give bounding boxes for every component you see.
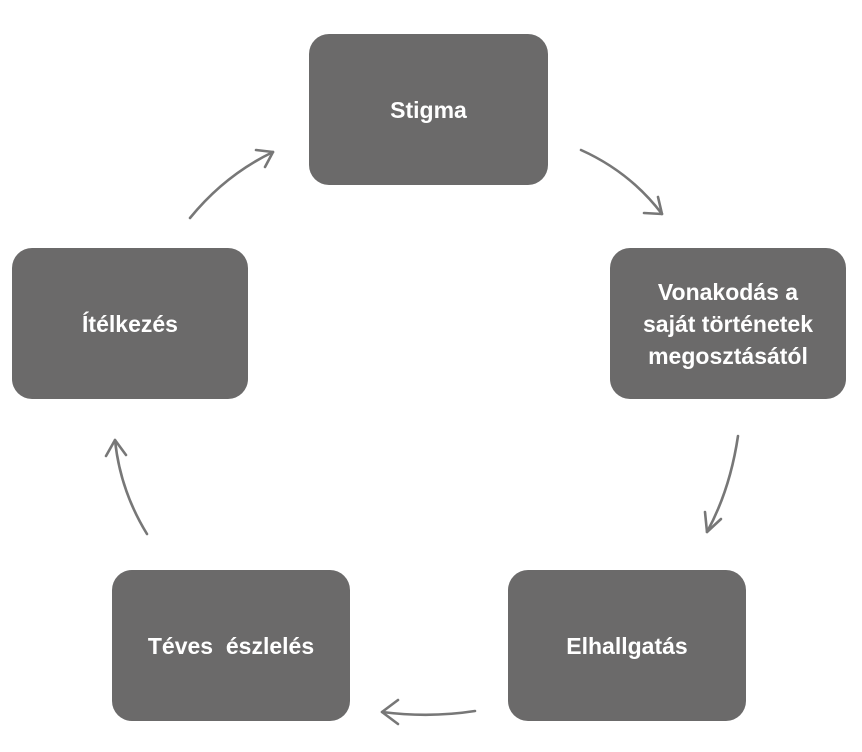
- node-vonakodas-line-1: Vonakodás a: [657, 278, 799, 305]
- node-vonakodas-text: Vonakodás a saját történetek megosztását…: [643, 276, 813, 372]
- node-itelkezes: Ítélkezés: [12, 248, 248, 399]
- arrow-vonakodas-to-elhallgatas: [703, 434, 740, 534]
- arrow-itelkezes-to-stigma: [188, 148, 275, 220]
- node-vonakodas: Vonakodás a saját történetek megosztását…: [610, 248, 846, 399]
- arrow-teves-to-itelkezes: [104, 438, 149, 536]
- node-stigma: Stigma: [309, 34, 548, 185]
- node-teves-eszleles-label: Téves észlelés: [147, 632, 315, 659]
- node-itelkezes-label: Ítélkezés: [82, 310, 178, 337]
- node-stigma-label: Stigma: [390, 96, 467, 123]
- node-teves-eszleles: Téves észlelés: [112, 570, 350, 721]
- node-elhallgatas-label: Elhallgatás: [566, 632, 688, 659]
- node-vonakodas-line-2: saját történetek: [642, 310, 813, 337]
- node-vonakodas-line-3: megosztásától: [648, 342, 808, 369]
- node-elhallgatas: Elhallgatás: [508, 570, 746, 721]
- arrow-stigma-to-vonakodas: [579, 148, 664, 216]
- arrow-elhallgatas-to-teves: [380, 698, 477, 726]
